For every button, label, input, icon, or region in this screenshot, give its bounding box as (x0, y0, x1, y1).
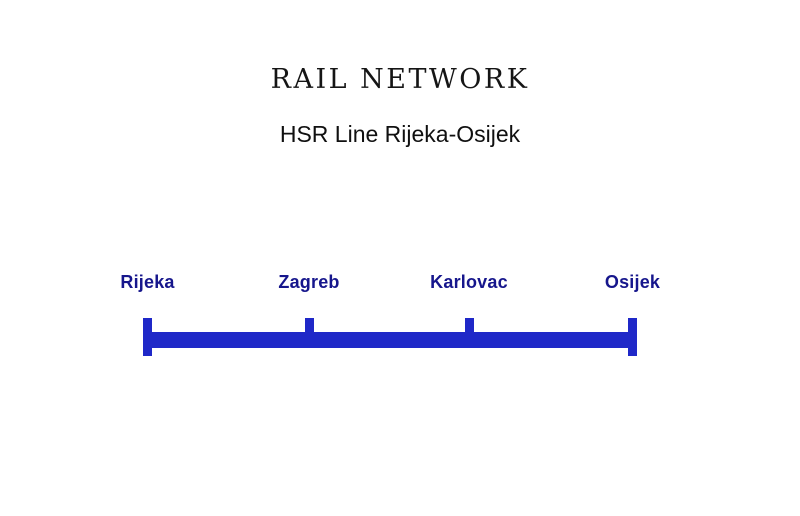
station-label-karlovac: Karlovac (430, 272, 508, 292)
station-tick-rijeka[interactable] (143, 318, 152, 356)
station-label-osijek: Osijek (604, 272, 661, 292)
station-label-rijeka: Rijeka (120, 272, 175, 292)
station-tick-osijek[interactable] (628, 318, 637, 356)
station-tick-zagreb[interactable] (304, 318, 314, 334)
station-tick-karlovac[interactable] (464, 318, 474, 334)
rail-line-bar (143, 332, 637, 348)
page-title: RAIL NETWORK (270, 64, 530, 95)
page-subtitle: HSR Line Rijeka-Osijek (279, 121, 521, 147)
station-label-zagreb: Zagreb (278, 272, 340, 292)
